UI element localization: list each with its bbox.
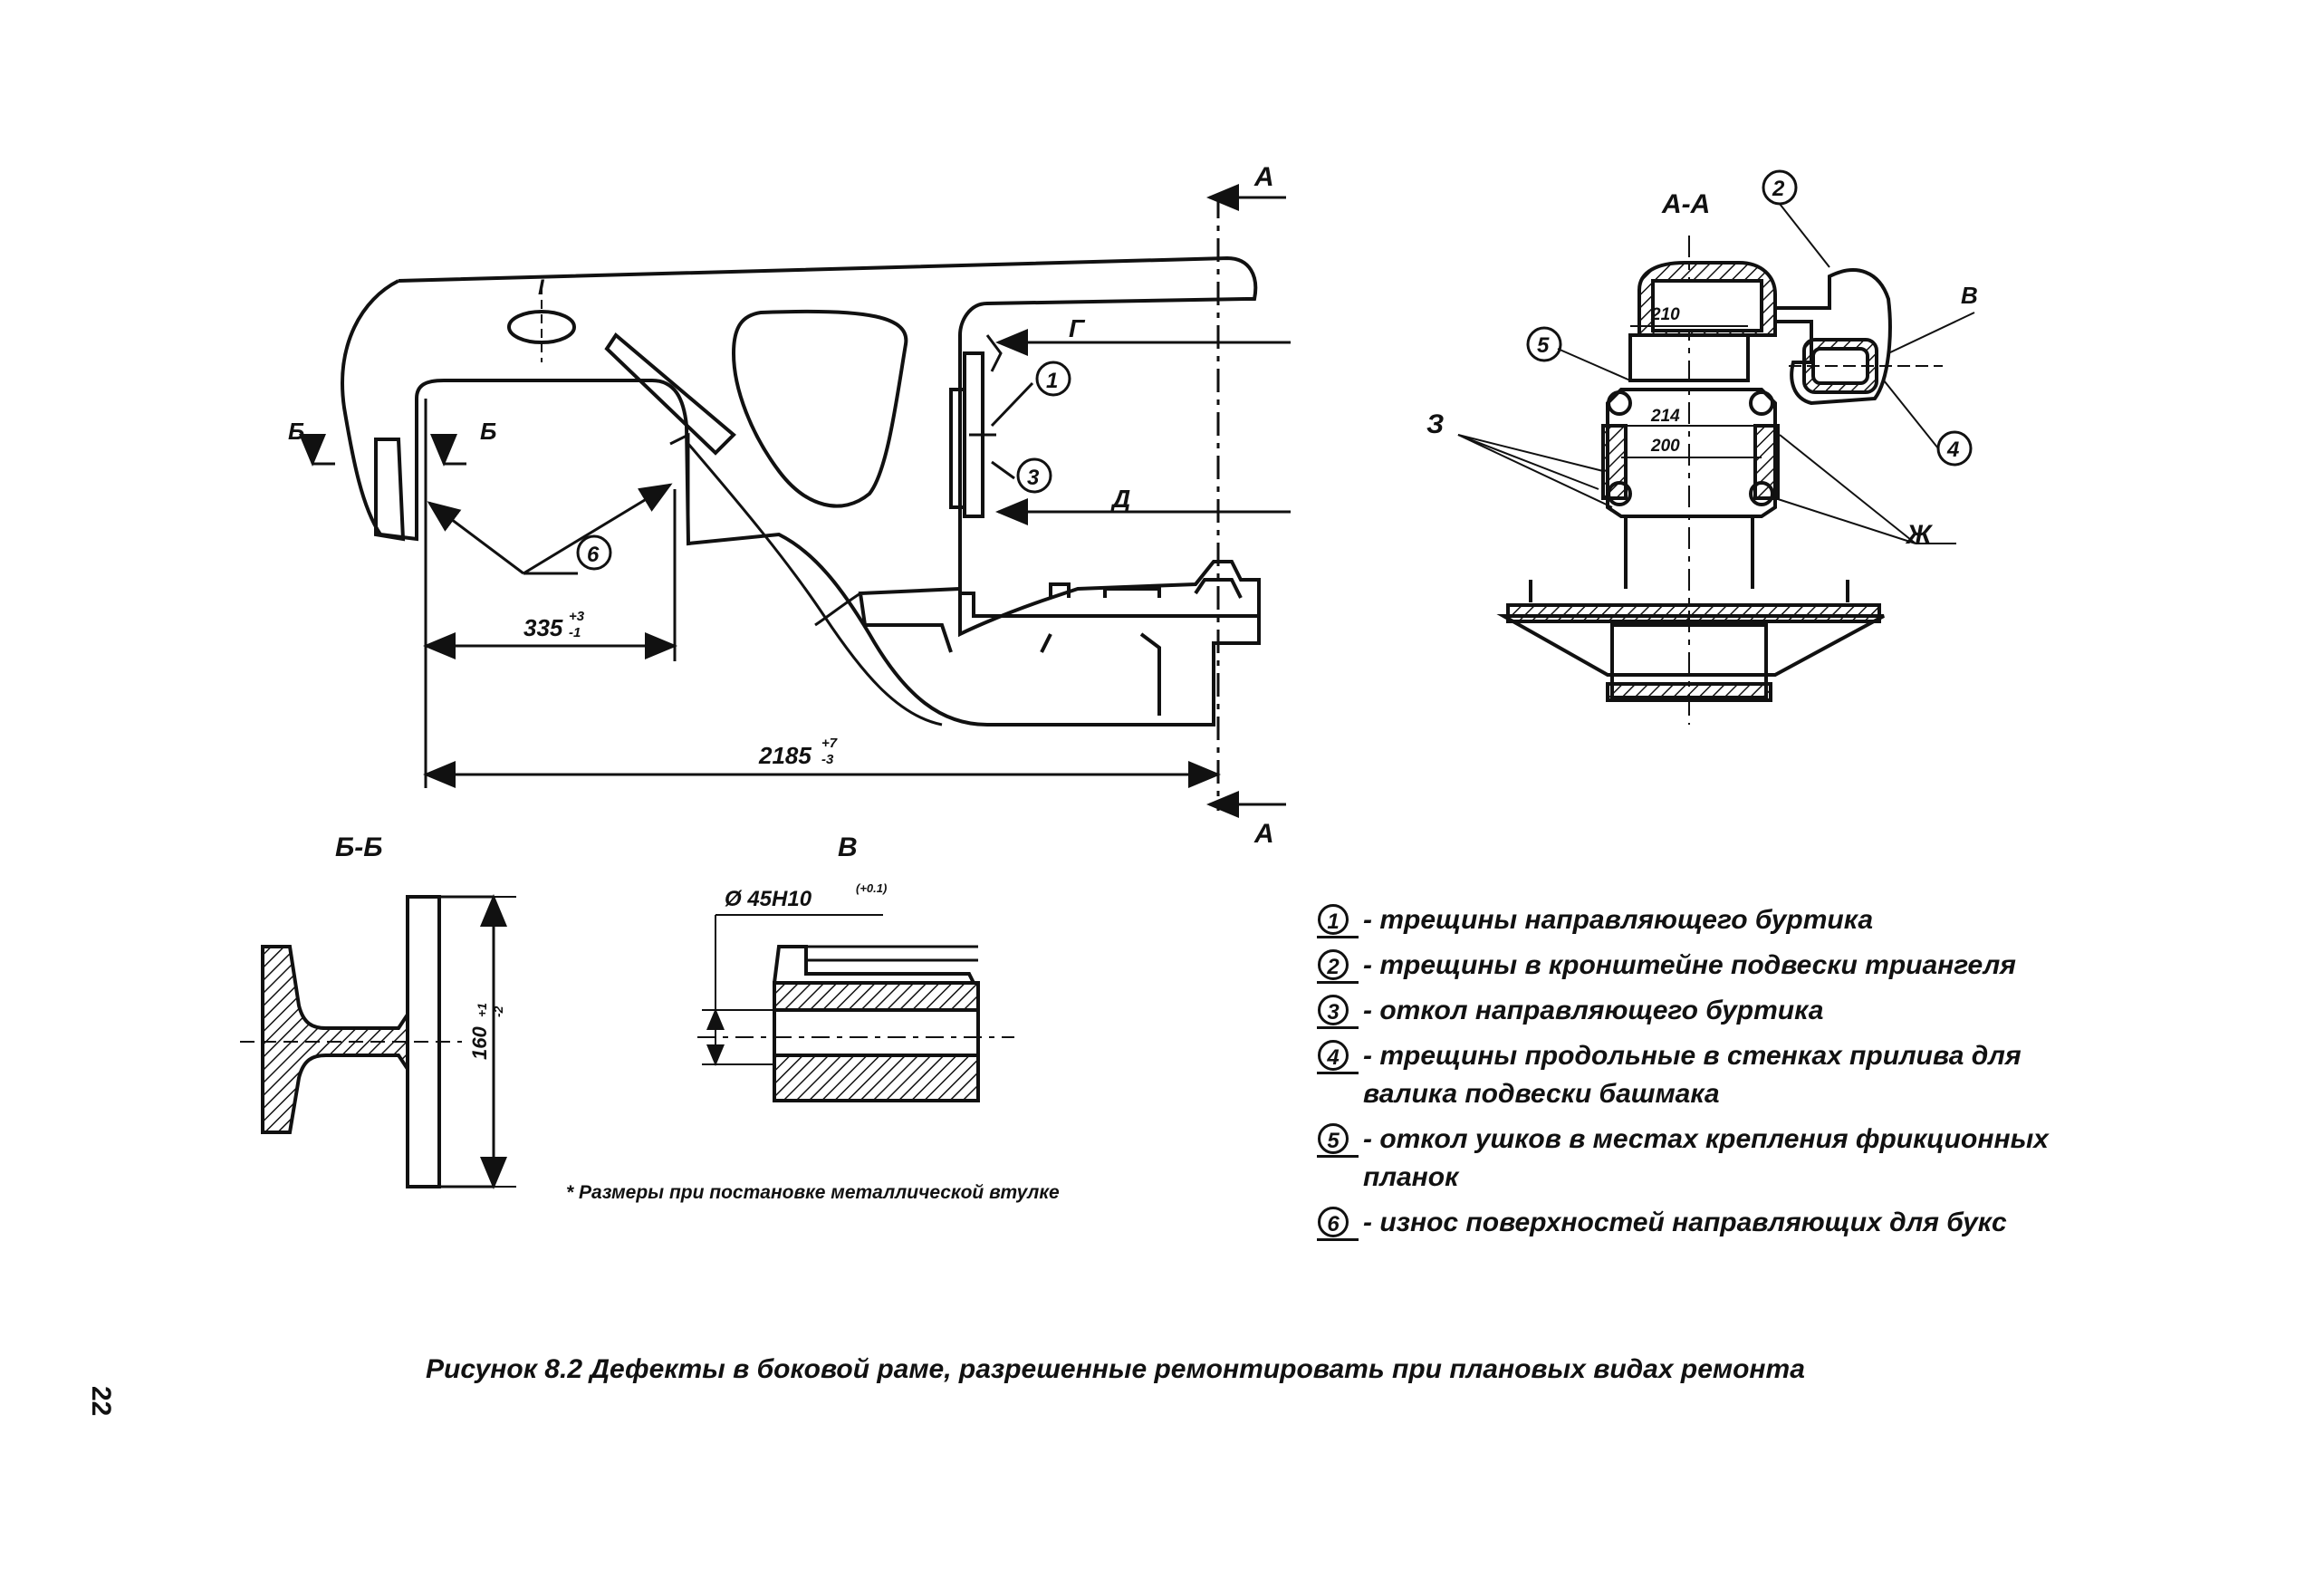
dim-214: 214 (1650, 407, 1680, 426)
legend-number: 4 (1317, 1040, 1359, 1074)
legend-number: 2 (1317, 949, 1359, 984)
section-a-a-title: А-А (1661, 189, 1710, 219)
dim-335-tol-upper: +3 (569, 609, 585, 624)
legend-text: - откол ушков в местах крепления фрикцио… (1363, 1124, 2049, 1192)
dim-160: 160 (468, 1026, 491, 1060)
section-a-a-labels: А-А 210 214 200 В З Ж 2 5 4 (1426, 177, 1978, 550)
mark-g: Г (1069, 314, 1086, 342)
legend-item: 6 - износ поверхностей направляющих для … (1317, 1204, 2115, 1242)
callout-1: 1 (1046, 369, 1058, 393)
legend-number: 3 (1317, 995, 1359, 1029)
dim-2185: 2185 (758, 742, 811, 769)
view-v (697, 914, 1014, 1102)
mark-b-right: Б (480, 418, 496, 445)
mark-3: З (1426, 409, 1444, 439)
mark-zh: Ж (1905, 520, 1934, 550)
dim-2185-tol-upper: +7 (821, 736, 838, 751)
legend-item: 4 - трещины продольные в стенках прилива… (1317, 1037, 2115, 1113)
section-b-b (240, 894, 516, 1189)
legend-text: - износ поверхностей направляющих для бу… (1363, 1208, 2007, 1237)
mark-d: Д (1110, 485, 1130, 513)
mark-v: В (1961, 282, 1978, 309)
legend-item: 3 - откол направляющего буртика (1317, 992, 2115, 1030)
dimension-note: * Размеры при постановке металлической в… (566, 1182, 1060, 1203)
mark-i: I (538, 275, 545, 300)
view-v-title: В (838, 832, 858, 862)
legend-text: - трещины направляющего буртика (1363, 905, 1873, 935)
dim-diameter: Ø 45H10 (725, 887, 812, 911)
section-a-a (1457, 203, 1975, 725)
main-view-labels: А А Б Б I Г Д 335 +3 -1 2185 +7 -3 (288, 162, 1274, 849)
legend-text: - трещины продольные в стенках прилива д… (1363, 1041, 2021, 1109)
callout-4: 4 (1946, 438, 1959, 462)
legend-number: 6 (1317, 1207, 1359, 1241)
section-mark-a-bottom: А (1253, 819, 1274, 849)
callout-3: 3 (1027, 466, 1040, 490)
dim-160-tol-lower: -2 (491, 1005, 505, 1017)
dim-335-tol-lower: -1 (569, 625, 581, 640)
dim-2185-tol-lower: -3 (821, 752, 834, 767)
callout-2: 2 (1772, 177, 1785, 201)
legend-item: 5 - откол ушков в местах крепления фрикц… (1317, 1121, 2115, 1197)
main-view-callouts (576, 361, 1071, 571)
legend-item: 2 - трещины в кронштейне подвески трианг… (1317, 947, 2115, 985)
defect-legend: 1 - трещины направляющего буртика 2 - тр… (1317, 901, 2115, 1249)
callout-6: 6 (587, 543, 600, 567)
dim-210: 210 (1650, 305, 1680, 324)
legend-item: 1 - трещины направляющего буртика (1317, 901, 2115, 939)
mark-b-left: Б (288, 418, 304, 445)
page-number: 22 (86, 1386, 116, 1417)
side-frame-view (341, 255, 1261, 726)
dim-200: 200 (1650, 437, 1680, 456)
center-axis (299, 184, 1291, 818)
dim-335: 335 (523, 614, 563, 641)
figure-caption: Рисунок 8.2 Дефекты в боковой раме, разр… (426, 1354, 1805, 1384)
legend-text: - откол направляющего буртика (1363, 996, 1824, 1025)
section-b-b-title: Б-Б (335, 832, 382, 862)
legend-number: 1 (1317, 904, 1359, 938)
dim-160-tol-upper: +1 (475, 1003, 489, 1017)
legend-text: - трещины в кронштейне подвески триангел… (1363, 950, 2016, 980)
dimensions-main (423, 381, 1221, 788)
section-mark-a-top: А (1253, 162, 1274, 192)
legend-number: 5 (1317, 1123, 1359, 1158)
dim-diameter-tol: (+0.1) (856, 881, 887, 895)
callout-5: 5 (1537, 333, 1550, 358)
